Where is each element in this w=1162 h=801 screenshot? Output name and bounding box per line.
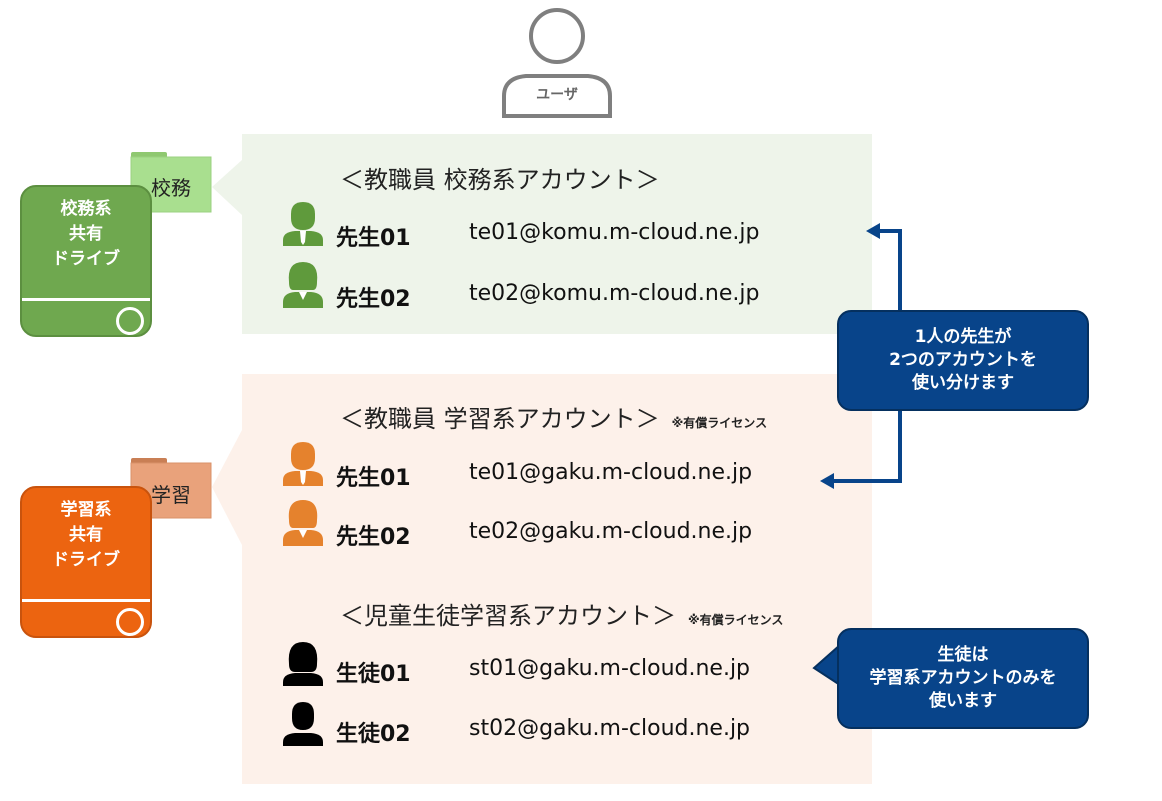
- student-account-name-1: 生徒01: [336, 662, 411, 687]
- drive-label-line: ドライブ: [52, 249, 120, 269]
- female-student-icon: [283, 642, 323, 686]
- gaku-panel: [242, 374, 872, 784]
- drive-divider: [22, 599, 150, 602]
- callout-line: 生徒は: [937, 645, 989, 665]
- callout-line: 2つのアカウントを: [889, 350, 1037, 370]
- gaku-shared-drive[interactable]: 学習系 共有 ドライブ: [20, 486, 152, 638]
- user-label: ユーザ: [536, 87, 578, 103]
- komu-account-email-1[interactable]: te01@komu.m-cloud.ne.jp: [469, 220, 760, 245]
- male-teacher-icon: [283, 442, 323, 486]
- male-teacher-icon: [283, 202, 323, 246]
- connector-arrows: [832, 229, 902, 483]
- user-icon: [502, 8, 612, 118]
- komu-heading-text: ＜教職員 校務系アカウント＞: [340, 166, 660, 194]
- drive-label-line: 共有: [69, 224, 103, 244]
- student-account-email-2[interactable]: st02@gaku.m-cloud.ne.jp: [469, 716, 751, 741]
- drive-label-line: 校務系: [60, 199, 112, 219]
- gaku-account-email-1[interactable]: te01@gaku.m-cloud.ne.jp: [469, 460, 753, 485]
- callout-line: 使います: [929, 691, 997, 711]
- student-account-email-1[interactable]: st01@gaku.m-cloud.ne.jp: [469, 656, 751, 681]
- gaku-account-name-1: 先生01: [336, 466, 411, 491]
- drive-divider: [22, 298, 150, 301]
- gaku-heading: ＜教職員 学習系アカウント＞ ※有償ライセンス: [340, 399, 767, 434]
- callout-line: 使い分けます: [912, 373, 1014, 393]
- arrow-head-gaku: [820, 473, 834, 489]
- gaku-license-note: ※有償ライセンス: [671, 416, 768, 430]
- female-teacher-icon: [283, 500, 323, 546]
- student-callout: 生徒は 学習系アカウントのみを 使います: [837, 628, 1089, 729]
- callout-line: 1人の先生が: [914, 327, 1012, 347]
- student-account-name-2: 生徒02: [336, 722, 411, 747]
- gaku-heading-text: ＜教職員 学習系アカウント＞: [340, 405, 660, 433]
- komu-folder-icon: [130, 152, 212, 213]
- callout-line: 学習系アカウントのみを: [869, 668, 1057, 688]
- komu-heading: ＜教職員 校務系アカウント＞: [340, 160, 660, 195]
- komu-folder-label: 校務: [151, 176, 191, 200]
- komu-account-name-1: 先生01: [336, 226, 411, 251]
- drive-label-line: 学習系: [60, 500, 112, 520]
- komu-account-email-2[interactable]: te02@komu.m-cloud.ne.jp: [469, 281, 760, 306]
- gaku-folder-label: 学習: [151, 483, 191, 507]
- gaku-account-name-2: 先生02: [336, 525, 411, 550]
- komu-panel-pointer: [212, 160, 242, 215]
- drive-label-line: ドライブ: [52, 550, 120, 570]
- student-heading-text: ＜児童生徒学習系アカウント＞: [340, 602, 676, 630]
- drive-ring-icon: [116, 608, 144, 636]
- komu-account-name-2: 先生02: [336, 287, 411, 312]
- drive-ring-icon: [116, 307, 144, 335]
- gaku-account-email-2[interactable]: te02@gaku.m-cloud.ne.jp: [469, 519, 753, 544]
- female-teacher-icon: [283, 262, 323, 308]
- male-student-icon: [283, 702, 323, 746]
- student-heading: ＜児童生徒学習系アカウント＞ ※有償ライセンス: [340, 596, 783, 631]
- student-license-note: ※有償ライセンス: [688, 613, 784, 627]
- komu-shared-drive[interactable]: 校務系 共有 ドライブ: [20, 185, 152, 337]
- gaku-panel-pointer: [212, 430, 242, 545]
- komu-panel: [242, 134, 872, 334]
- arrow-head-komu: [866, 223, 880, 239]
- teacher-callout: 1人の先生が 2つのアカウントを 使い分けます: [837, 310, 1089, 411]
- drive-label-line: 共有: [69, 525, 103, 545]
